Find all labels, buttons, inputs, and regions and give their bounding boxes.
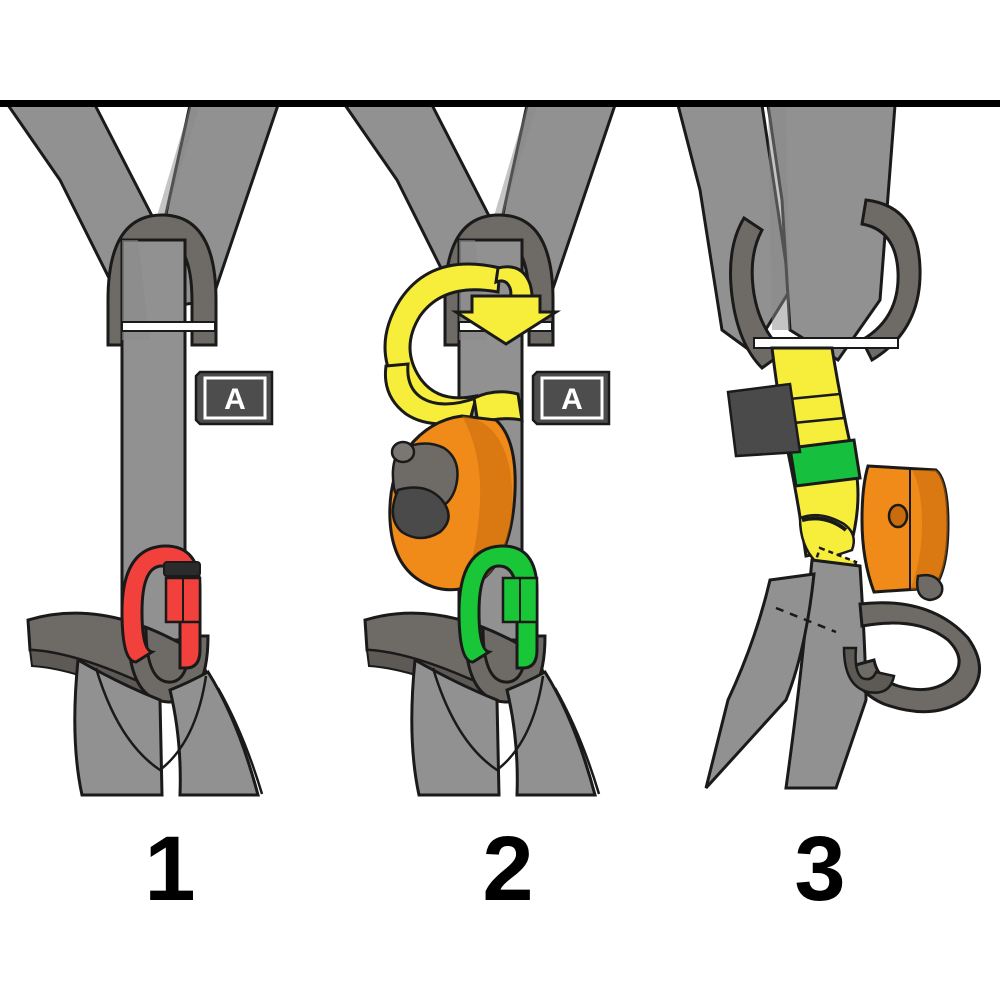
- sternal-d-ring-side: [860, 198, 922, 363]
- step-number-2: 2: [482, 818, 533, 920]
- device-side-shadow: [910, 470, 948, 590]
- device-handle: [391, 486, 450, 540]
- panel-step-1: A: [5, 103, 281, 797]
- device-pivot-bolt: [390, 440, 416, 464]
- stitching-dashes: [775, 606, 837, 634]
- leg-right: [168, 669, 260, 797]
- red-locking-carabiner: [120, 544, 202, 670]
- panel-step-3: [676, 103, 981, 790]
- leg-left: [410, 657, 501, 797]
- tag-letter-a: A: [224, 383, 246, 416]
- direction-arrow-down: [450, 294, 562, 346]
- device-pivot-bolt: [887, 503, 909, 529]
- panel-step-2: A: [342, 103, 618, 797]
- orange-descender-device: [388, 414, 517, 592]
- leg-loop-seam: [94, 667, 208, 772]
- buckle-bar: [801, 516, 848, 532]
- orange-descender-device: [860, 464, 950, 602]
- leg-strap-side: [704, 572, 816, 790]
- webbing-keeper-bar: [121, 321, 216, 332]
- leg-strap-edge: [216, 687, 264, 795]
- step-number-1: 1: [144, 818, 195, 920]
- tag-letter-a: A: [561, 383, 583, 416]
- sling-backing-tab: [726, 382, 802, 458]
- green-locking-carabiner: [457, 544, 539, 670]
- chest-strap-fold: [122, 240, 150, 340]
- green-band-marker: [788, 438, 862, 488]
- leg-loop-seam: [431, 667, 545, 772]
- step-number-3: 3: [794, 818, 845, 920]
- carabiner-gate-hinge: [163, 561, 201, 577]
- yellow-sling-lower-bight: [383, 362, 479, 426]
- leg-right: [505, 669, 597, 797]
- top-horizontal-rule: [0, 100, 1000, 107]
- attachment-point-tag-a: A: [531, 370, 611, 426]
- device-body-shadow: [462, 416, 513, 586]
- shoulder-strap-fold: [768, 105, 790, 330]
- leg-loop-keeper: [842, 646, 896, 694]
- attachment-point-tag-a: A: [194, 370, 274, 426]
- leg-strap-edge: [553, 687, 601, 795]
- device-lower-roller: [916, 573, 944, 602]
- leg-left: [73, 657, 164, 797]
